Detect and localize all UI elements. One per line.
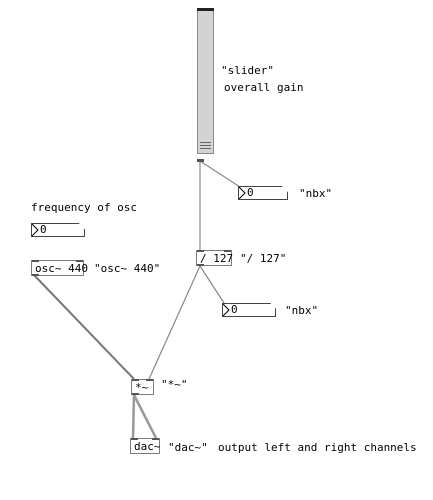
slider-handle[interactable]	[200, 140, 211, 149]
multiply-inlet-left[interactable]	[132, 379, 139, 381]
number-box-triangle-icon	[223, 304, 230, 316]
osc-inlet-left[interactable]	[32, 260, 39, 262]
nbx-mid-comment: "nbx"	[285, 304, 319, 317]
osc-object[interactable]: osc~ 440	[31, 260, 88, 276]
osc-object-text: osc~ 440	[35, 262, 88, 275]
number-box-value: 0	[247, 186, 254, 199]
number-box-frequency[interactable]: 0	[31, 223, 85, 237]
divide-outlet[interactable]	[197, 264, 204, 266]
slider-label: "slider"	[221, 64, 274, 77]
multiply-comment: "*~"	[161, 378, 188, 391]
number-box-triangle-icon	[32, 224, 39, 236]
multiply-inlet-right[interactable]	[146, 379, 153, 381]
dac-description: output left and right channels	[218, 441, 417, 454]
gain-slider[interactable]	[197, 8, 214, 154]
divide-inlet-left[interactable]	[197, 250, 204, 252]
slider-outlet[interactable]	[197, 159, 204, 162]
dac-inlet-left[interactable]	[131, 438, 138, 440]
osc-inlet-right[interactable]	[76, 260, 83, 262]
dac-object[interactable]: dac~	[130, 438, 161, 454]
number-box-value: 0	[231, 303, 238, 316]
number-box-value: 0	[40, 223, 47, 236]
cord-osc-to-mul[interactable]	[33, 274, 135, 380]
frequency-comment: frequency of osc	[31, 201, 137, 214]
cord-mul-to-dac-right[interactable]	[132, 394, 158, 439]
osc-outlet[interactable]	[32, 274, 39, 276]
number-box-triangle-icon	[239, 187, 246, 199]
divide-inlet-right[interactable]	[224, 250, 231, 252]
multiply-outlet[interactable]	[132, 393, 139, 395]
number-box-slider-value[interactable]: 0	[238, 186, 288, 200]
divide-object[interactable]: / 127	[196, 250, 234, 266]
cord-mul-to-dac-left[interactable]	[131, 394, 136, 439]
divide-object-text: / 127	[200, 252, 234, 265]
slider-top-cap	[197, 8, 214, 11]
number-box-gain[interactable]: 0	[222, 303, 276, 317]
multiply-object[interactable]: *~	[131, 379, 154, 395]
cord-div-to-nbx[interactable]	[199, 265, 225, 304]
cord-slider-to-nbx[interactable]	[199, 160, 241, 188]
osc-comment: "osc~ 440"	[94, 262, 161, 275]
dac-comment: "dac~"	[168, 441, 208, 454]
nbx-comment: "nbx"	[299, 187, 333, 200]
divide-comment: "/ 127"	[240, 252, 287, 265]
multiply-object-text: *~	[135, 381, 149, 394]
cord-div-to-mul[interactable]	[148, 265, 201, 380]
slider-description: overall gain	[224, 81, 304, 94]
dac-object-text: dac~	[134, 440, 161, 453]
dac-inlet-right[interactable]	[152, 438, 159, 440]
